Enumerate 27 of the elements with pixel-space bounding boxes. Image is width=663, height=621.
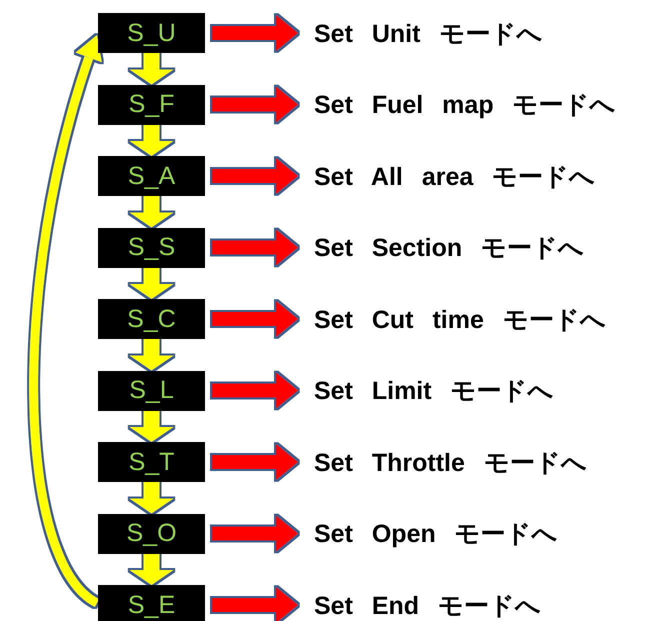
- block-arrow: [130, 268, 174, 299]
- block-arrow: [130, 124, 174, 156]
- mode-label: Set Open モードへ: [298, 514, 660, 554]
- block-arrow: [130, 554, 174, 585]
- state-box: S_E: [98, 585, 205, 621]
- mode-label: Set All area モードへ: [298, 156, 660, 196]
- state-box: S_L: [98, 370, 205, 410]
- state-box: S_F: [98, 84, 205, 124]
- block-arrow: [130, 53, 174, 84]
- block-arrow: [130, 339, 174, 370]
- mode-label: Set Throttle モードへ: [298, 442, 660, 482]
- mode-label: Set Section モードへ: [298, 228, 660, 268]
- state-box: S_S: [98, 228, 205, 268]
- state-box: S_C: [98, 299, 205, 339]
- mode-label: Set End モードへ: [298, 585, 660, 621]
- mode-label: Set Fuel map モードへ: [298, 84, 660, 124]
- state-box: S_U: [98, 13, 205, 53]
- block-arrow: [130, 196, 174, 228]
- mode-label: Set Unit モードへ: [298, 13, 660, 53]
- state-box: S_O: [98, 514, 205, 554]
- state-box: S_A: [98, 156, 205, 196]
- mode-label: Set Limit モードへ: [298, 370, 660, 410]
- block-arrow: [130, 410, 174, 442]
- state-box: S_T: [98, 442, 205, 482]
- mode-label: Set Cut time モードへ: [298, 299, 660, 339]
- curved-arrow: [29, 33, 102, 607]
- block-arrow: [130, 482, 174, 514]
